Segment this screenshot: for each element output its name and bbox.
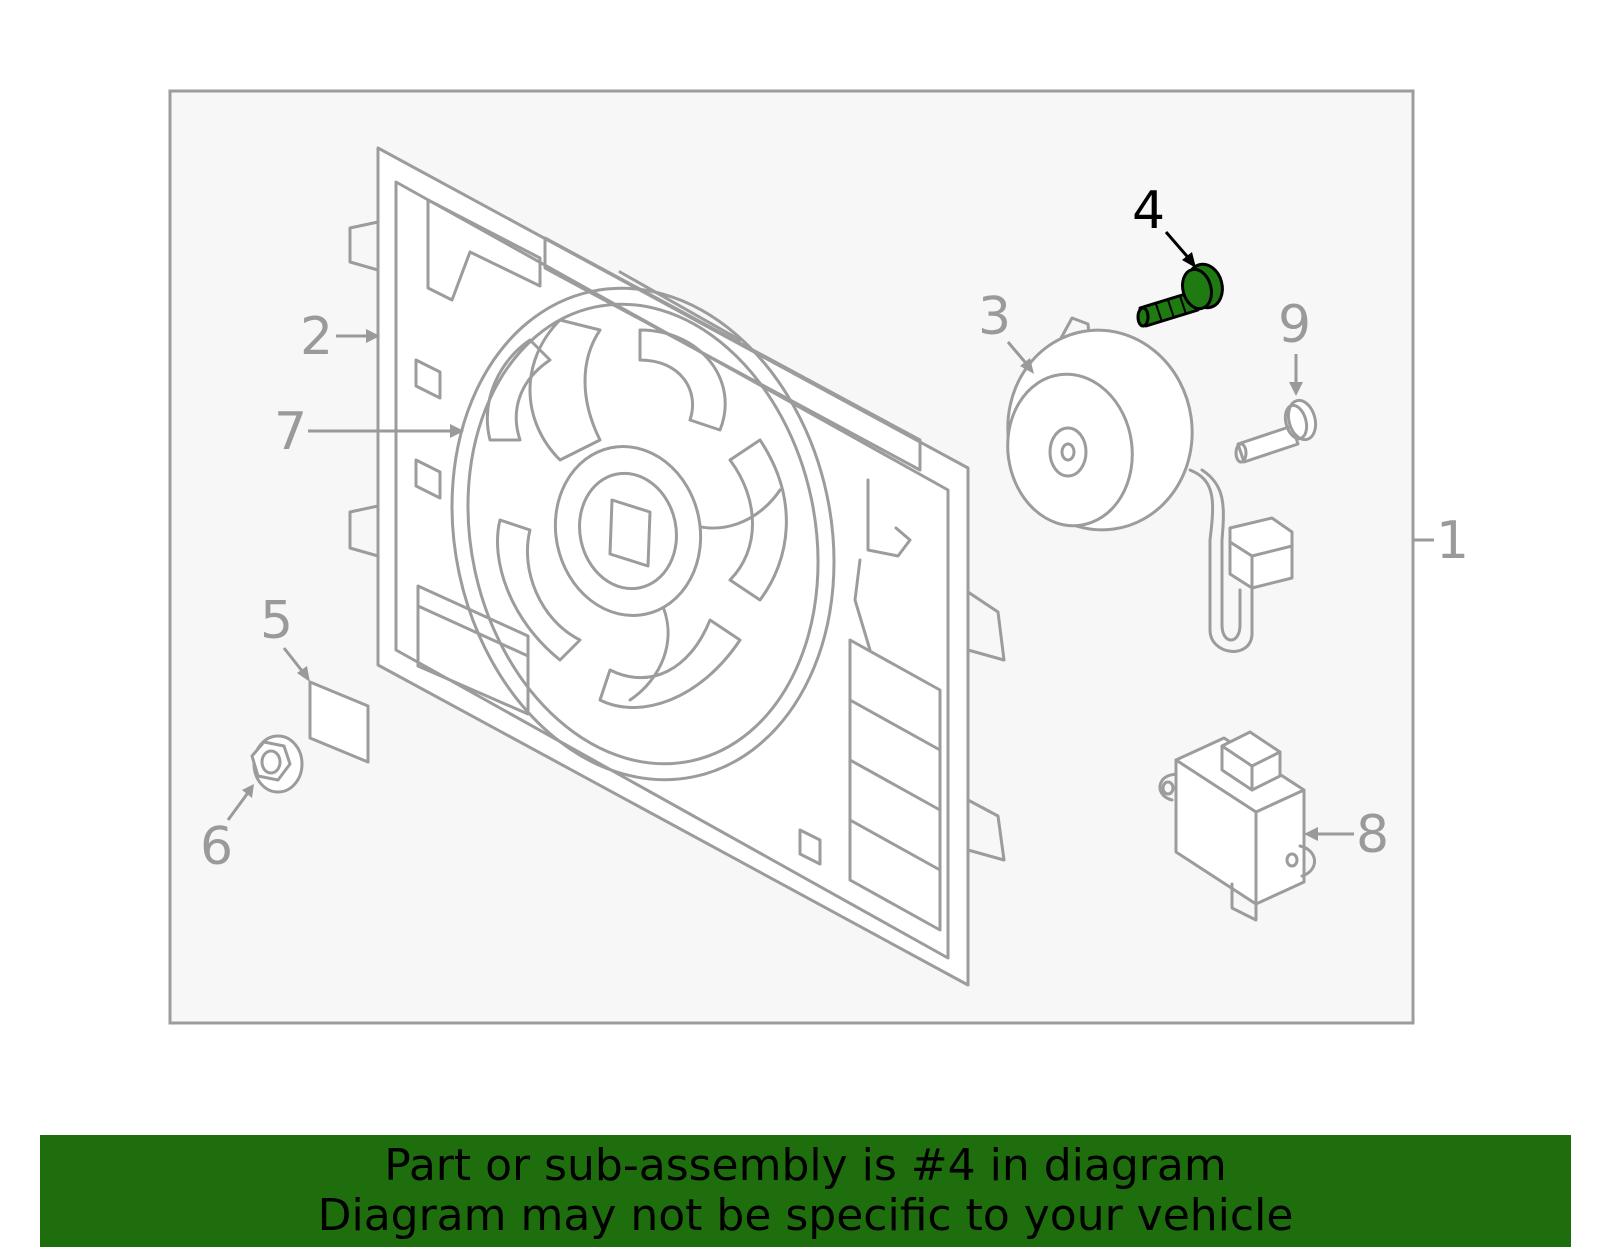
leader-6: [226, 789, 252, 821]
callout-2: 2: [300, 307, 333, 367]
part-nut[interactable]: [250, 734, 304, 794]
callout-4: 4: [1132, 181, 1165, 241]
arrowhead-5: [297, 666, 310, 682]
callout-7: 7: [274, 402, 307, 462]
part-fan[interactable]: [408, 252, 879, 815]
arrowhead-9: [1289, 382, 1303, 396]
callout-1: 1: [1436, 511, 1469, 571]
callout-8: 8: [1356, 805, 1389, 865]
arrowhead-8: [1304, 827, 1318, 841]
part-screw[interactable]: [1234, 397, 1320, 464]
arrowhead-3: [1020, 358, 1034, 374]
callout-3: 3: [978, 287, 1011, 347]
callout-9: 9: [1278, 295, 1311, 355]
banner-background: [40, 1135, 1571, 1247]
banner-line-part: Part or sub-assembly is #4 in diagram: [384, 1140, 1227, 1191]
part-control-module[interactable]: [1158, 730, 1316, 922]
part-fan-motor[interactable]: [995, 316, 1294, 653]
part-label[interactable]: [308, 680, 370, 764]
part-bolt-highlighted[interactable]: [1136, 260, 1227, 328]
arrowhead-2: [366, 329, 380, 343]
info-banner: Part or sub-assembly is #4 in diagram Di…: [40, 1135, 1571, 1247]
arrowhead-7: [450, 424, 464, 438]
callout-5: 5: [260, 591, 293, 651]
arrowhead-6: [242, 784, 254, 798]
callout-6: 6: [200, 817, 233, 877]
arrowhead-4: [1182, 252, 1196, 268]
banner-line-disclaimer: Diagram may not be specific to your vehi…: [317, 1190, 1294, 1241]
